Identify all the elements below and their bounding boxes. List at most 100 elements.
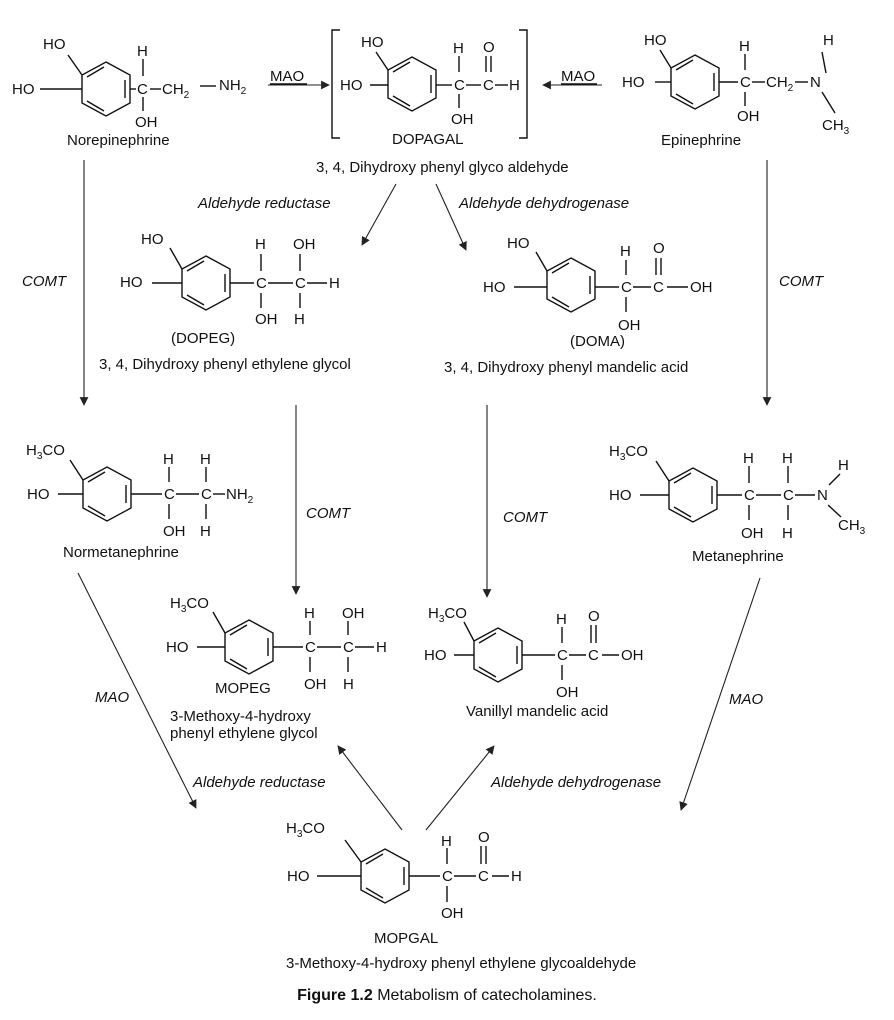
hydroxyl-label: OH (163, 523, 186, 540)
arrow-dopagal-to-dopeg (361, 183, 397, 246)
hydroxyl-label: HO (622, 74, 645, 91)
carbon-label: C (621, 279, 632, 296)
carbon-label: C (740, 74, 751, 91)
oxygen-label: O (478, 829, 490, 846)
doma-label: (DOMA) (570, 333, 625, 350)
carbon-label: C (201, 486, 212, 503)
arrow-mopgal-to-mopeg (337, 745, 403, 831)
normetanephrine-label: Normetanephrine (63, 544, 179, 561)
enzyme-labels: MAO MAO Aldehyde reductase Aldehyde dehy… (22, 68, 825, 791)
benzene-ring (82, 466, 132, 522)
metanephrine-label: Metanephrine (692, 548, 784, 565)
hydroxyl-label: HO (12, 81, 35, 98)
enzyme-mao: MAO (561, 68, 595, 85)
hydroxyl-label: OH (621, 647, 644, 664)
hydroxyl-label: HO (361, 34, 384, 51)
methoxy-label: H3CO (609, 443, 648, 463)
carbon-label: C (295, 275, 306, 292)
carbon-label: C (588, 647, 599, 664)
carbon-label: C (783, 487, 794, 504)
dopagal-label: DOPAGAL (392, 131, 463, 148)
hydroxyl-label: HO (287, 868, 310, 885)
methyl-label: CH3 (838, 517, 866, 537)
doma-fullname: 3, 4, Dihydroxy phenyl mandelic acid (444, 359, 688, 376)
hydrogen-label: H (620, 243, 631, 260)
hydrogen-label: H (255, 236, 266, 253)
normetanephrine-structure: H3CO HO C H OH C H H NH2 Normetanephrine (26, 442, 254, 561)
methylene-label: CH2 (766, 74, 794, 94)
carbon-label: C (256, 275, 267, 292)
hydroxyl-label: HO (644, 32, 667, 49)
hydroxyl-label: HO (27, 486, 50, 503)
carbon-label: C (454, 77, 465, 94)
methoxy-label: H3CO (286, 820, 325, 840)
dopagal-fullname: 3, 4, Dihydroxy phenyl glyco aldehyde (316, 159, 569, 176)
mopgal-structure: H3CO HO C H OH C O H MOPGAL 3-Methoxy-4-… (286, 820, 636, 972)
mopgal-fullname: 3-Methoxy-4-hydroxy phenyl ethylene glyc… (286, 955, 636, 972)
hydrogen-label: H (441, 833, 452, 850)
enzyme-mao: MAO (270, 68, 304, 85)
benzene-ring (387, 56, 437, 112)
hydroxyl-label: OH (741, 525, 764, 542)
methoxy-label: H3CO (170, 595, 209, 615)
hydroxyl-label: HO (43, 36, 66, 53)
benzene-ring (668, 467, 718, 523)
arrow-mopgal-to-vma (425, 745, 495, 831)
hydroxyl-label: HO (340, 77, 363, 94)
benzene-ring (670, 54, 720, 110)
enzyme-mao: MAO (95, 689, 130, 706)
carbon-label: C (164, 486, 175, 503)
vma-structure: H3CO HO C H OH C O OH Vanillyl mandelic … (424, 605, 644, 720)
carbon-label: C (653, 279, 664, 296)
carbon-label: C (305, 639, 316, 656)
hydroxyl-label: OH (451, 111, 474, 128)
hydroxyl-label: HO (120, 274, 143, 291)
epinephrine-structure: HO HO C H OH CH2 N H CH3 Epinephrine (622, 32, 850, 149)
carbon-label: C (343, 639, 354, 656)
dopeg-label: (DOPEG) (171, 330, 235, 347)
hydrogen-label: H (376, 639, 387, 656)
hydrogen-label: H (304, 605, 315, 622)
oxygen-label: O (483, 39, 495, 56)
metanephrine-structure: H3CO HO C H OH C H H N H CH3 Metanephrin… (609, 443, 866, 565)
benzene-ring (224, 619, 274, 675)
amine-label: NH2 (219, 77, 247, 97)
hydroxyl-label: HO (507, 235, 530, 252)
oxygen-label: O (588, 608, 600, 625)
hydroxyl-label: OH (556, 684, 579, 701)
enzyme-aldehyde-reductase: Aldehyde reductase (192, 774, 326, 791)
hydrogen-label: H (137, 43, 148, 60)
hydrogen-label: H (329, 275, 340, 292)
hydrogen-label: H (838, 457, 849, 474)
carbon-label: C (557, 647, 568, 664)
hydroxyl-label: HO (424, 647, 447, 664)
hydroxyl-label: HO (166, 639, 189, 656)
vma-label: Vanillyl mandelic acid (466, 703, 608, 720)
epinephrine-label: Epinephrine (661, 132, 741, 149)
nitrogen-label: N (810, 74, 821, 91)
methoxy-label: H3CO (26, 442, 65, 462)
amine-label: NH2 (226, 486, 254, 506)
carbon-label: C (744, 487, 755, 504)
doma-structure: HO HO C H OH C O OH (DOMA) 3, 4, Dihydro… (444, 235, 713, 376)
dopeg-structure: HO HO C H OH C OH H H (DOPEG) 3, 4, Dihy… (99, 231, 351, 373)
hydroxyl-label: HO (609, 487, 632, 504)
carbon-label: C (137, 81, 148, 98)
benzene-ring (360, 848, 410, 904)
enzyme-comt: COMT (306, 505, 352, 522)
methoxy-label: H3CO (428, 605, 467, 625)
dopeg-fullname: 3, 4, Dihydroxy phenyl ethylene glycol (99, 356, 351, 373)
hydroxyl-label: OH (255, 311, 278, 328)
benzene-ring (181, 255, 231, 311)
hydroxyl-label: OH (135, 114, 158, 131)
benzene-ring (546, 257, 596, 313)
enzyme-comt: COMT (22, 273, 68, 290)
methylene-label: CH2 (162, 81, 190, 101)
hydrogen-label: H (294, 311, 305, 328)
hydrogen-label: H (743, 450, 754, 467)
enzyme-aldehyde-dehydrogenase: Aldehyde dehydrogenase (490, 774, 661, 791)
arrow-metanephrine-to-mopgal (679, 577, 761, 811)
norepinephrine-label: Norepinephrine (67, 132, 170, 149)
carbon-label: C (442, 868, 453, 885)
oxygen-label: O (653, 240, 665, 257)
